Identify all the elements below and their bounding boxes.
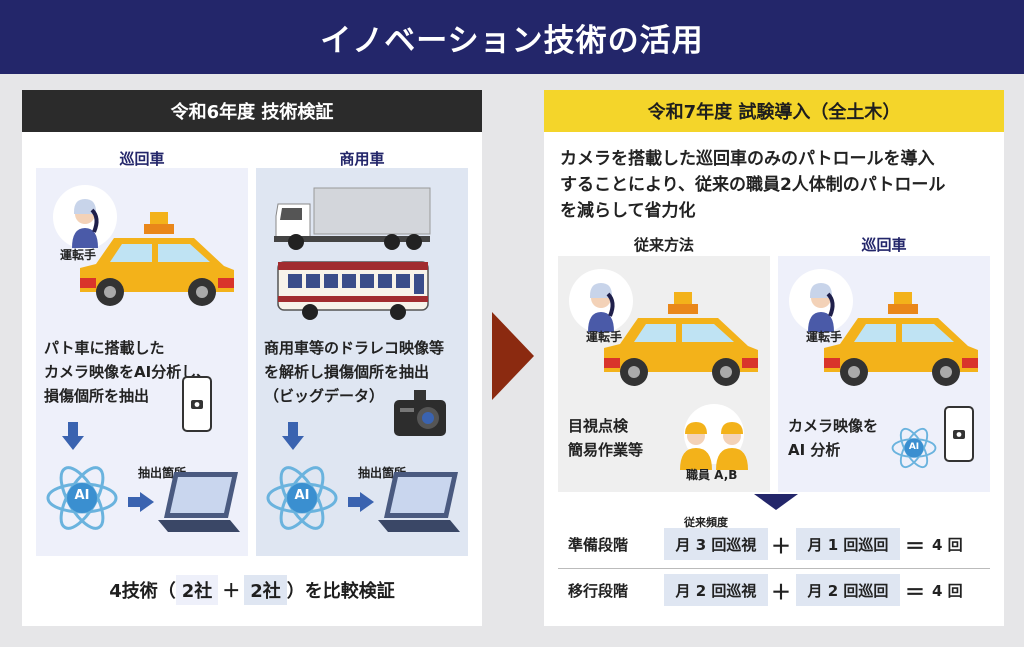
right-panel: 令和7年度 試験導入（全土木） カメラを搭載した巡回車のみのパトロールを導入 す… <box>544 90 1004 626</box>
driver-label: 運転手 <box>586 330 623 344</box>
left-footer: 4技術（ 2社 ＋ 2社 ）を比較検証 <box>22 572 482 608</box>
total-value: 4 回 <box>932 536 963 554</box>
driver-avatar-icon <box>789 269 853 333</box>
patrol-car-icon <box>80 212 234 306</box>
left-col1-desc-2: カメラ映像をAI分析し、 <box>44 363 212 381</box>
left-panel: 令和6年度 技術検証 巡回車 運転手 パト車に搭載した カメラ映像をAI分析し、… <box>22 90 482 626</box>
footer-plus: ＋ <box>222 581 241 602</box>
right-col1-desc-2: 簡易作業等 <box>568 441 644 459</box>
left-col2-heading: 商用車 <box>339 150 385 168</box>
stage-label: 移行段階 <box>568 582 629 600</box>
smartphone-camera-icon <box>944 406 974 462</box>
left-col1-box: 運転手 パト車に搭載した カメラ映像をAI分析し、 損傷個所を抽出 <box>36 168 248 556</box>
driver-label: 運転手 <box>806 330 843 344</box>
patrol-car-icon <box>604 292 758 386</box>
right-desc-3: を減らして省力化 <box>560 201 696 221</box>
right-col1-desc-1: 目視点検 <box>568 417 629 435</box>
freq-label: 従来頻度 <box>684 516 728 529</box>
driver-avatar-icon <box>53 185 117 249</box>
right-col1-heading: 従来方法 <box>633 236 694 254</box>
right-col2-desc-1: カメラ映像を <box>788 417 879 435</box>
footer-company-2: 2社 <box>244 575 287 605</box>
right-arrow-icon <box>128 492 154 512</box>
down-arrow-icon <box>282 422 304 450</box>
plus-sign: ＋ <box>771 579 791 604</box>
ai-label: AI <box>294 488 310 503</box>
driver-label: 運転手 <box>60 248 97 262</box>
bus-icon <box>277 261 429 320</box>
plus-sign: ＋ <box>771 533 791 558</box>
transition-arrow-icon <box>492 312 534 400</box>
left-col1-desc-1: パト車に搭載した <box>44 339 165 357</box>
down-arrow-icon <box>62 422 84 450</box>
table-row: 準備段階 月 3 回巡視 ＋ 月 1 回巡回 ＝ 4 回 <box>558 528 990 562</box>
dashcam-icon <box>394 390 446 436</box>
left-col1-desc-3: 損傷個所を抽出 <box>44 387 150 405</box>
left-col2-desc-2: を解析し損傷個所を抽出 <box>264 363 430 381</box>
patrol-a-pill: 月 3 回巡視 <box>664 528 768 560</box>
down-triangle-icon <box>754 494 798 510</box>
stage-label: 準備段階 <box>568 536 629 554</box>
left-col1-heading: 巡回車 <box>119 150 165 168</box>
right-col2-heading: 巡回車 <box>861 236 907 254</box>
smartphone-camera-icon <box>182 376 212 432</box>
staff-workers-icon <box>680 404 748 470</box>
laptop-icon <box>158 472 240 532</box>
patrol-b-pill: 月 2 回巡回 <box>796 574 900 606</box>
footer-text-1: 4技術（ <box>109 581 176 602</box>
truck-icon <box>274 187 431 250</box>
left-panel-header: 令和6年度 技術検証 <box>22 90 482 132</box>
footer-text-2: ）を比較検証 <box>286 581 395 602</box>
total-value: 4 回 <box>932 582 963 600</box>
ai-atom-icon <box>266 466 338 530</box>
left-col2-box: 商用車等のドラレコ映像等 を解析し損傷個所を抽出 （ビッグデータ） AI 抽出箇… <box>256 168 468 556</box>
ai-atom-icon <box>891 427 937 469</box>
left-col2-desc-3: （ビッグデータ） <box>264 387 385 405</box>
right-arrow-icon <box>348 492 374 512</box>
laptop-icon <box>378 472 460 532</box>
ai-atom-icon <box>46 466 118 530</box>
left-col2-desc-1: 商用車等のドラレコ映像等 <box>264 339 445 357</box>
page-title: イノベーション技術の活用 <box>0 0 1024 74</box>
right-desc-2: することにより、従来の職員2人体制のパトロール <box>560 175 946 195</box>
right-col2-box: 運転手 カメラ映像を AI 分析 AI <box>778 256 990 492</box>
ai-label: AI <box>908 442 920 452</box>
patrol-b-pill: 月 1 回巡回 <box>796 528 900 560</box>
ai-label: AI <box>74 488 90 503</box>
equals-sign: ＝ <box>905 579 925 604</box>
patrol-a-pill: 月 2 回巡視 <box>664 574 768 606</box>
driver-avatar-icon <box>569 269 633 333</box>
table-divider <box>558 568 990 569</box>
patrol-car-icon <box>824 292 978 386</box>
right-col2-desc-2: AI 分析 <box>788 441 841 459</box>
right-panel-header: 令和7年度 試験導入（全土木） <box>544 90 1004 132</box>
right-col1-box: 運転手 目視点検 簡易作業等 職 <box>558 256 770 492</box>
right-desc-1: カメラを搭載した巡回車のみのパトロールを導入 <box>560 149 935 169</box>
footer-company-1: 2社 <box>175 575 219 605</box>
table-row: 移行段階 月 2 回巡視 ＋ 月 2 回巡回 ＝ 4 回 <box>558 574 990 608</box>
staff-label: 職員 A,B <box>686 468 738 482</box>
equals-sign: ＝ <box>905 533 925 558</box>
